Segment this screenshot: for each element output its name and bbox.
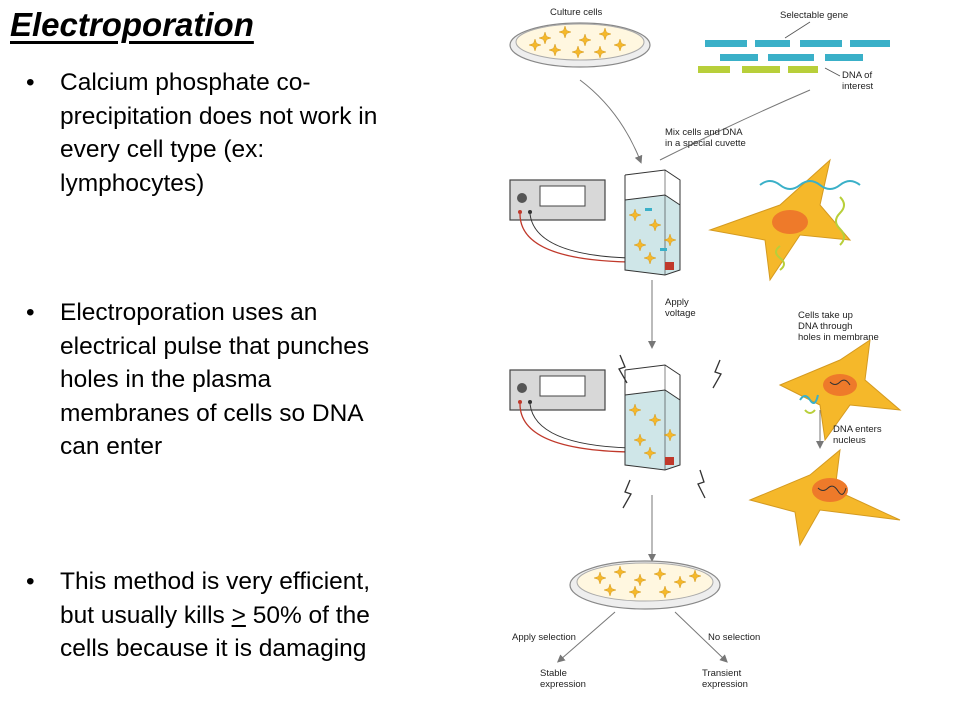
label-apply-selection: Apply selection bbox=[512, 632, 576, 643]
pulse-generator-1 bbox=[509, 179, 631, 263]
label-cells-take-up: Cells take up bbox=[798, 310, 853, 321]
ge-symbol: > bbox=[231, 601, 246, 629]
label-transient-expression: expression bbox=[702, 679, 748, 690]
cell-dna-uptake bbox=[778, 338, 902, 442]
culture-dish-bottom bbox=[569, 560, 721, 610]
cell-dna-in-nucleus bbox=[748, 448, 901, 547]
bullet-text: every cell type (ex: bbox=[60, 136, 265, 163]
bullet-text: precipitation does not work in bbox=[60, 102, 378, 130]
label-interest: interest bbox=[842, 81, 874, 92]
bullet-text: cells because it is damaging bbox=[60, 635, 367, 662]
label-holes-membrane: holes in membrane bbox=[798, 332, 879, 343]
bullet-dot: • bbox=[26, 568, 35, 595]
culture-dish-top: Culture cells bbox=[509, 7, 651, 68]
bullet-text: Calcium phosphate co- bbox=[60, 69, 311, 96]
label-selectable-gene: Selectable gene bbox=[780, 10, 848, 21]
bullet-dot: • bbox=[26, 69, 35, 96]
pulse-generator-2 bbox=[509, 369, 631, 453]
dna-fragments: Selectable gene DNA of interest bbox=[698, 10, 890, 92]
bullet-dot: • bbox=[26, 299, 35, 326]
lightning-bolts bbox=[618, 354, 722, 509]
bullet-text: holes in the plasma bbox=[60, 366, 272, 393]
bullet-electroporation: • Electroporation uses an electrical pul… bbox=[26, 296, 486, 464]
label-no-selection: No selection bbox=[708, 632, 760, 643]
bullet-text: lymphocytes) bbox=[60, 169, 205, 197]
label-voltage: voltage bbox=[665, 308, 696, 319]
bullet-line: but usually kills > 50% of the bbox=[60, 601, 370, 629]
label-transient: Transient bbox=[702, 668, 742, 679]
label-dna-of: DNA of bbox=[842, 70, 872, 81]
label-mix-cells: Mix cells and DNA bbox=[665, 127, 743, 138]
label-dna-enters: DNA enters bbox=[833, 424, 882, 435]
label-dna-through: DNA through bbox=[798, 321, 852, 332]
label-stable: Stable bbox=[540, 668, 567, 679]
bullet-efficiency: • This method is very efficient, but usu… bbox=[26, 565, 486, 666]
label-nucleus: nucleus bbox=[833, 435, 866, 446]
label-special-cuvette: in a special cuvette bbox=[665, 138, 746, 149]
slide-title: Electroporation bbox=[10, 6, 254, 43]
bullet-text: can enter bbox=[60, 433, 163, 460]
label-apply: Apply bbox=[665, 297, 689, 308]
electroporation-diagram: Culture cells Selectable gene DNA of int… bbox=[480, 0, 960, 720]
bullet-text: electrical pulse that punches bbox=[60, 332, 370, 360]
cell-with-dna bbox=[708, 158, 861, 282]
bullet-text: This method is very efficient, bbox=[60, 568, 371, 595]
label-stable-expression: expression bbox=[540, 679, 586, 690]
bullet-text: Electroporation uses an bbox=[60, 299, 318, 326]
cuvette-2 bbox=[624, 364, 681, 471]
label-culture-cells: Culture cells bbox=[550, 7, 603, 18]
bullet-calcium: • Calcium phosphate co- precipitation do… bbox=[26, 66, 486, 200]
cuvette-1 bbox=[624, 169, 681, 276]
bullet-text: membranes of cells so DNA bbox=[60, 399, 364, 427]
